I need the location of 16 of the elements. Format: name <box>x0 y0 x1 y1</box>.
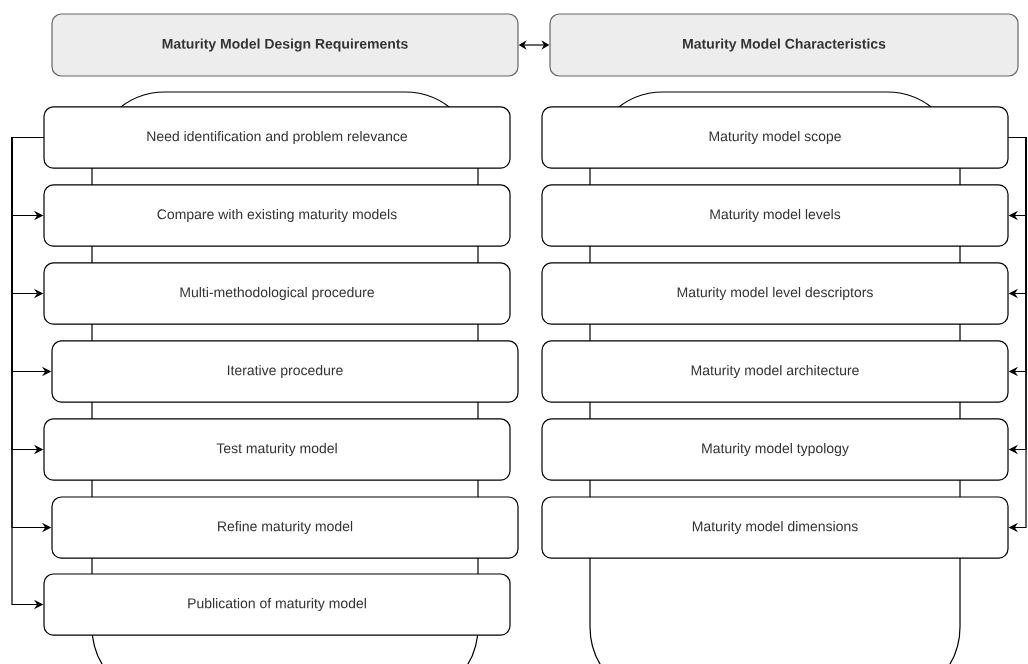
process-box: Maturity model dimensions <box>541 496 1009 559</box>
process-box: Need identification and problem relevance <box>43 106 511 169</box>
process-box: Iterative procedure <box>51 340 519 403</box>
process-box: Maturity model level descriptors <box>541 262 1009 325</box>
heading-box: Maturity Model Design Requirements <box>51 13 519 77</box>
process-box: Maturity model levels <box>541 184 1009 247</box>
process-box: Maturity model architecture <box>541 340 1009 403</box>
heading-box: Maturity Model Characteristics <box>549 13 1019 77</box>
process-box: Maturity model typology <box>541 418 1009 481</box>
process-box: Test maturity model <box>43 418 511 481</box>
process-box: Publication of maturity model <box>43 573 511 636</box>
process-box: Compare with existing maturity models <box>43 184 511 247</box>
process-box: Multi-methodological procedure <box>43 262 511 325</box>
process-box: Maturity model scope <box>541 106 1009 169</box>
arrow <box>1008 136 1027 533</box>
process-box: Refine maturity model <box>51 496 519 559</box>
